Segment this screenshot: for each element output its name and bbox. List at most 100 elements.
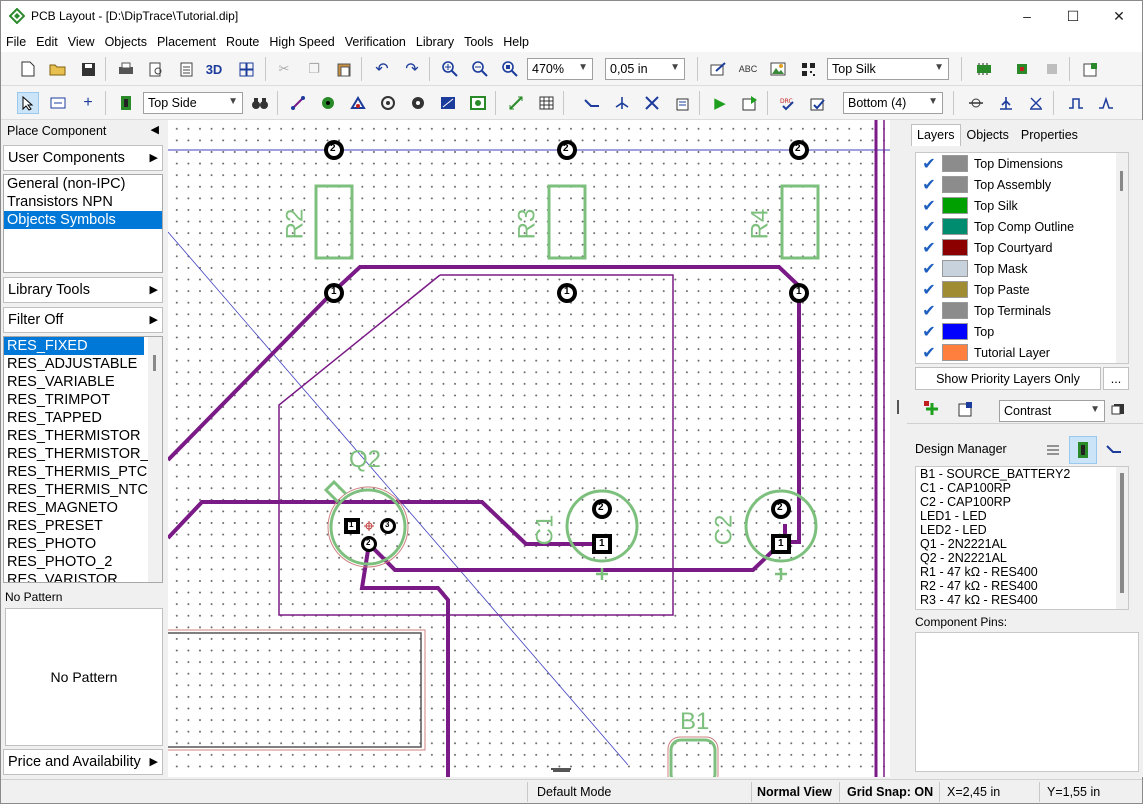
pcb-drawing[interactable] <box>168 120 890 777</box>
redo-icon[interactable]: ↷ <box>405 61 419 78</box>
dm-item[interactable]: C1 - CAP100RP <box>920 481 1012 495</box>
minimize-button[interactable]: – <box>1023 8 1031 24</box>
price-availability-button[interactable]: Price and Availability▶ <box>3 749 163 775</box>
library-item[interactable]: General (non-IPC) <box>7 176 126 192</box>
layer-visible-checkbox[interactable]: ✔ <box>922 176 936 194</box>
dm-item[interactable]: Q2 - 2N2221AL <box>920 551 1007 565</box>
dm-item[interactable]: R2 - 47 kΩ - RES400 <box>920 579 1038 593</box>
layer-row[interactable]: ✔Top Courtyard <box>916 237 1112 258</box>
copy-icon[interactable]: ❐ <box>308 61 320 76</box>
collapse-arrow-icon[interactable]: ◀ <box>150 124 159 136</box>
layer-color-swatch[interactable] <box>942 239 968 256</box>
layer-visible-checkbox[interactable]: ✔ <box>922 323 936 341</box>
dm-item[interactable]: LED1 - LED <box>920 509 987 523</box>
component-item[interactable]: RES_TAPPED <box>7 410 102 426</box>
tab-properties[interactable]: Properties <box>1020 128 1078 142</box>
grid-size-select[interactable]: 0,05 in▼ <box>605 58 685 80</box>
3d-view-button[interactable]: 3D <box>205 61 223 77</box>
dm-item[interactable]: R3 - 47 kΩ - RES400 <box>920 593 1038 607</box>
layer-setup-icon[interactable] <box>707 58 729 80</box>
dm-item[interactable]: C2 - CAP100RP <box>920 495 1012 509</box>
measure-tool-icon[interactable] <box>505 92 527 114</box>
zoom-fit-icon[interactable] <box>499 58 521 80</box>
layer-color-swatch[interactable] <box>942 197 968 214</box>
zoom-in-icon[interactable] <box>439 58 461 80</box>
layer-visible-checkbox[interactable]: ✔ <box>922 218 936 236</box>
layer-row[interactable]: ✔Top Assembly <box>916 174 1112 195</box>
dm-item[interactable]: LED2 - LED <box>920 523 987 537</box>
maximize-button[interactable]: ☐ <box>1066 7 1080 24</box>
dm-components-button[interactable] <box>1069 436 1097 464</box>
panning-tool-icon[interactable] <box>47 92 69 114</box>
binoculars-icon[interactable] <box>249 92 271 114</box>
component-item[interactable]: RES_ADJUSTABLE <box>7 356 138 372</box>
menu-objects[interactable]: Objects <box>104 34 147 49</box>
zoom-select[interactable]: 470%▼ <box>527 58 593 80</box>
route-board-icon[interactable] <box>739 92 761 114</box>
component-item[interactable]: RES_VARIABLE <box>7 374 115 390</box>
pcb-canvas[interactable]: R2 R3 R4 Q2 C1 C2 B1 2 2 2 1 1 1 1 3 2 2… <box>168 120 890 777</box>
table-icon[interactable] <box>535 92 557 114</box>
dm-nets-icon[interactable] <box>1105 442 1123 458</box>
menu-edit[interactable]: Edit <box>36 34 58 49</box>
add-layer-icon[interactable] <box>923 400 941 418</box>
side-select[interactable]: Top Side▼ <box>143 92 243 114</box>
tab-objects[interactable]: Objects <box>966 128 1009 142</box>
layer-color-swatch[interactable] <box>942 344 968 361</box>
drc-icon[interactable]: DRC <box>777 92 799 114</box>
layer-color-swatch[interactable] <box>942 155 968 172</box>
align-tool-icon[interactable] <box>995 92 1017 114</box>
layer-visible-checkbox[interactable]: ✔ <box>922 281 936 299</box>
component-item[interactable]: RES_VARISTOR <box>7 572 118 583</box>
pointer-tool-icon[interactable] <box>17 92 39 114</box>
dm-item[interactable]: B1 - SOURCE_BATTERY2 <box>920 467 1071 481</box>
component-item[interactable]: RES_THERMIS_PTC <box>7 464 148 480</box>
layer-row[interactable]: ✔Top Paste <box>916 279 1112 300</box>
library-tools-button[interactable]: Library Tools▶ <box>3 277 163 303</box>
layer-visible-checkbox[interactable]: ✔ <box>922 239 936 257</box>
tab-layers[interactable]: Layers <box>911 124 961 146</box>
pad-tool-icon[interactable] <box>377 92 399 114</box>
component-item[interactable]: RES_THERMISTOR <box>7 428 141 444</box>
save-icon[interactable] <box>77 58 99 80</box>
layer-row[interactable]: ✔Top Terminals <box>916 300 1112 321</box>
component-item[interactable]: RES_MAGNETO <box>7 500 118 516</box>
component-list-scrollbar[interactable] <box>148 337 162 582</box>
run-autorouter-icon[interactable]: ▶ <box>714 95 726 112</box>
filter-button[interactable]: Filter Off▶ <box>3 307 163 333</box>
layer-row[interactable]: ✔Top <box>916 321 1112 342</box>
menu-file[interactable]: File <box>6 34 27 49</box>
dm-item[interactable]: Q1 - 2N2221AL <box>920 537 1007 551</box>
menu-placement[interactable]: Placement <box>156 34 217 49</box>
layer-row[interactable]: ✔Top Silk <box>916 195 1112 216</box>
high-speed-pulse-icon[interactable] <box>1065 92 1087 114</box>
layer-select[interactable]: Top Silk▼ <box>827 58 949 80</box>
status-view[interactable]: Normal View <box>757 785 832 799</box>
status-grid-snap[interactable]: Grid Snap: ON <box>847 785 934 799</box>
text-tool-icon[interactable]: ABC <box>738 64 758 74</box>
panelize-icon[interactable] <box>235 58 257 80</box>
library-item[interactable]: Transistors NPN <box>7 194 113 210</box>
menu-high-speed[interactable]: High Speed <box>269 34 335 49</box>
layer-row[interactable]: ✔Top Mask <box>916 258 1112 279</box>
origin-tool-icon[interactable]: + <box>83 94 93 111</box>
paste-icon[interactable] <box>333 58 355 80</box>
bottom-layer-select[interactable]: Bottom (4)▼ <box>843 92 943 114</box>
layer-visible-checkbox[interactable]: ✔ <box>922 197 936 215</box>
pattern-tool-icon[interactable] <box>1011 58 1033 80</box>
qr-code-icon[interactable] <box>797 58 819 80</box>
component-item[interactable]: RES_PHOTO <box>7 536 97 552</box>
panel-splitter[interactable] <box>890 120 907 777</box>
properties-icon[interactable] <box>1079 58 1101 80</box>
component-item[interactable]: RES_PRESET <box>7 518 103 534</box>
route-trace-icon[interactable] <box>287 92 309 114</box>
fanout-icon[interactable] <box>611 92 633 114</box>
component-tool-icon[interactable] <box>973 58 995 80</box>
print-icon[interactable] <box>115 58 137 80</box>
user-components-button[interactable]: User Components▶ <box>3 145 163 171</box>
zoom-out-icon[interactable] <box>469 58 491 80</box>
contrast-icon[interactable] <box>1111 403 1125 417</box>
layer-row[interactable]: ✔Top Comp Outline <box>916 216 1112 237</box>
pattern-edit-icon[interactable] <box>1041 58 1063 80</box>
close-button[interactable]: ✕ <box>1113 7 1125 24</box>
